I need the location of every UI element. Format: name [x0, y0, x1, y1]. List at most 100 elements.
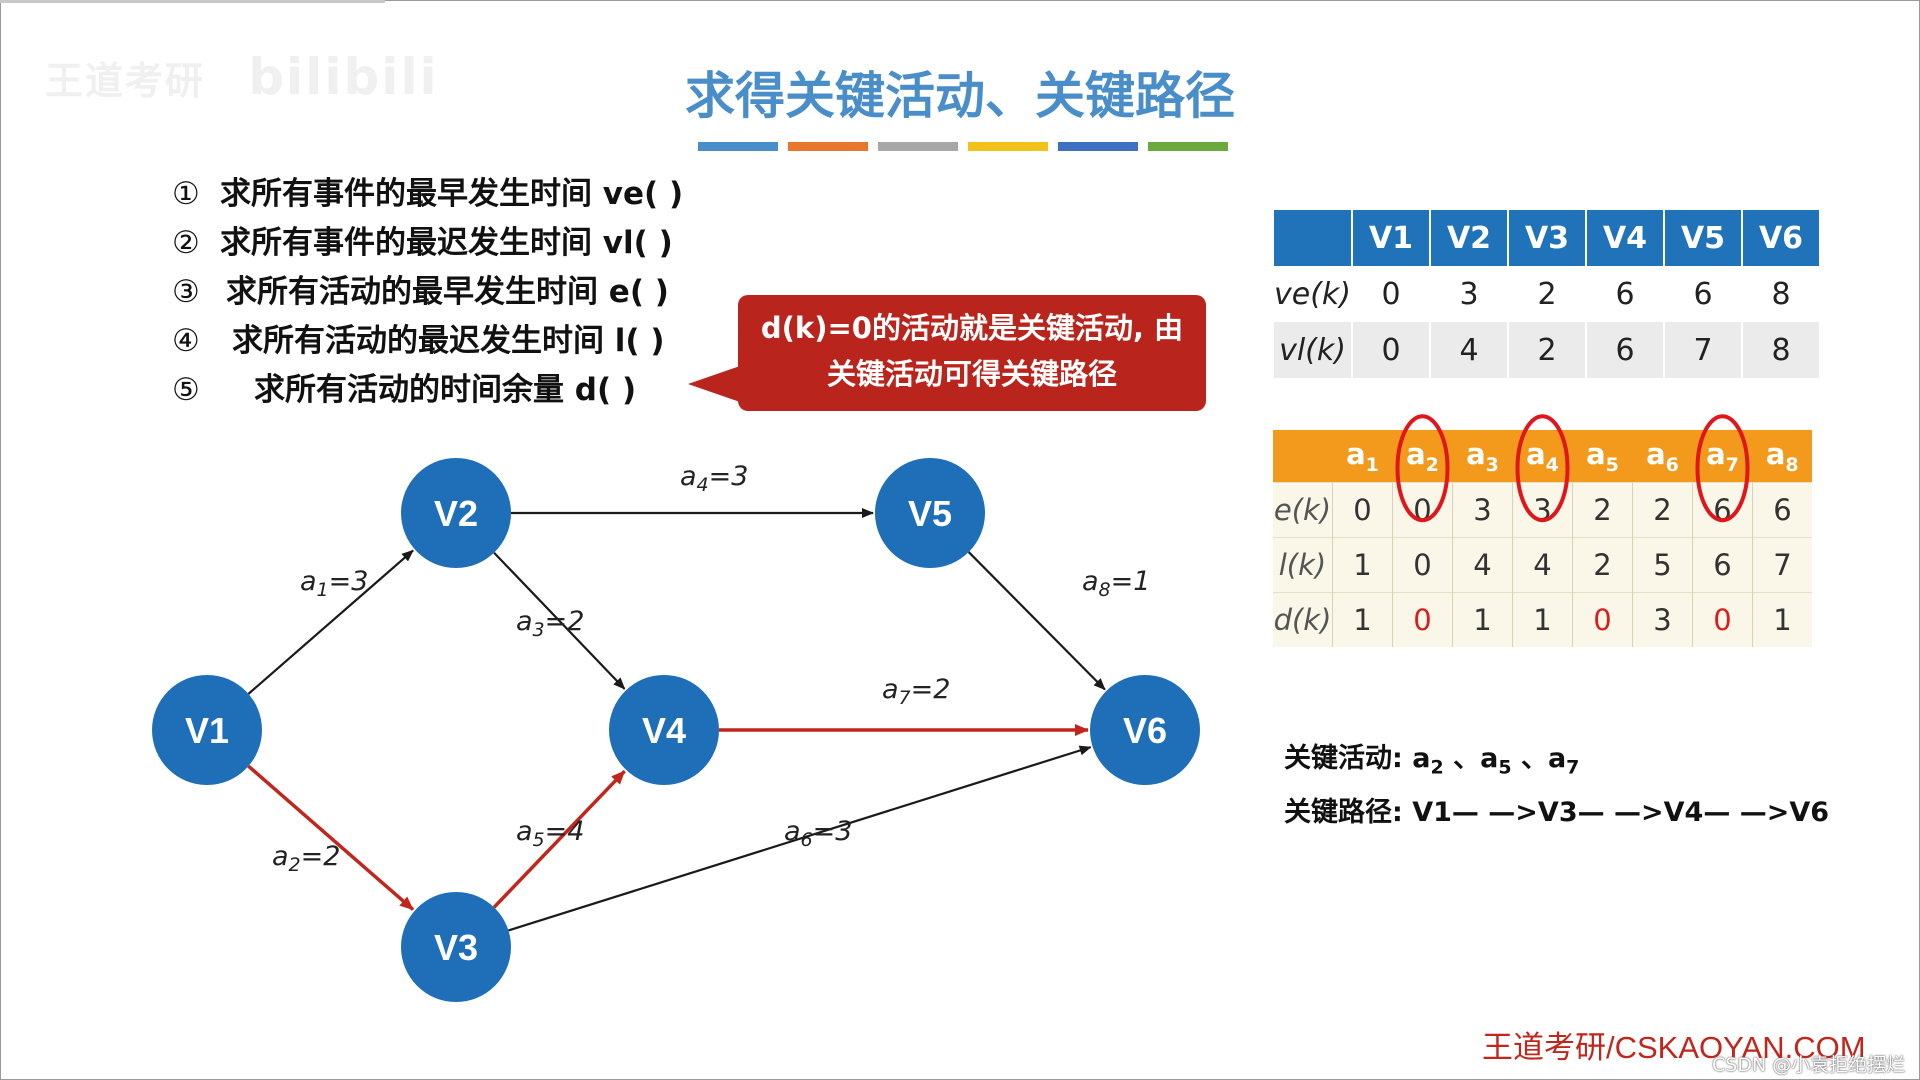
header-cell: a6: [1632, 430, 1693, 483]
node-v4: V4: [609, 675, 719, 785]
edge-label: a2=2: [272, 841, 340, 876]
table-row: vl(k) 0 4 2 6 7 8: [1274, 322, 1821, 378]
critical-path-line: 关键路径: V1— —>V3— —>V4— —>V6: [1284, 790, 1829, 829]
table-cell: 2: [1508, 322, 1587, 378]
table-cell: 4: [1512, 537, 1573, 593]
edge-label: a6=3: [784, 816, 852, 851]
node-v6: V6: [1090, 675, 1200, 785]
header-cell: a4: [1512, 430, 1573, 483]
callout-pointer: [688, 366, 740, 402]
row-label: ve(k): [1274, 266, 1353, 322]
edge-label: a8=1: [1082, 566, 1150, 601]
step-text: 求所有活动的时间余量 d( ): [254, 372, 637, 408]
header-cell: V1: [1352, 210, 1431, 266]
critical-path-label: 关键路径:: [1284, 797, 1403, 828]
slack-cell: 1: [1752, 592, 1812, 647]
activity-table-header: a1 a2 a3 a4 a5 a6 a7 a8: [1273, 430, 1812, 483]
node-circle: [609, 675, 719, 785]
callout-line-2: 关键活动可得关键路径: [826, 357, 1117, 391]
step-text: 求所有事件的最早发生时间 ve( ): [220, 176, 684, 212]
node-circle: [401, 892, 511, 1002]
callout-line-1: d(k)=0的活动就是关键活动, 由: [760, 311, 1184, 345]
header-cell: a5: [1572, 430, 1633, 483]
table-cell: 4: [1452, 537, 1513, 593]
critical-activities-label: 关键活动:: [1284, 743, 1403, 774]
slack-cell: 1: [1332, 592, 1393, 647]
header-cell: a7: [1692, 430, 1753, 483]
node-label: V2: [434, 493, 478, 534]
table-cell: 2: [1632, 482, 1693, 538]
table-cell: 2: [1572, 537, 1633, 593]
callout-box: d(k)=0的活动就是关键活动, 由 关键活动可得关键路径: [738, 295, 1206, 411]
node-v3: V3: [401, 892, 511, 1002]
step-text: 求所有事件的最迟发生时间 vl( ): [220, 225, 673, 261]
activity-time-table: a1 a2 a3 a4 a5 a6 a7 a8 e(k) 0 0 3 3 2 2…: [1273, 430, 1812, 647]
table-row: e(k) 0 0 3 3 2 2 6 6: [1273, 482, 1812, 538]
step-text: 求所有活动的最早发生时间 e( ): [226, 274, 669, 310]
table-row: l(k) 1 0 4 4 2 5 6 7: [1273, 537, 1812, 593]
slack-cell: 0: [1392, 592, 1453, 647]
table-cell: 0: [1392, 537, 1453, 593]
watermark: 王道考研 bilibili: [45, 48, 439, 106]
watermark-left: 王道考研: [45, 59, 206, 103]
step-text: 求所有活动的最迟发生时间 l( ): [232, 323, 665, 359]
csdn-watermark: CSDN @小袁拒绝摆烂: [1712, 1054, 1906, 1076]
node-label: V4: [642, 710, 686, 751]
edge-v3-v6: [508, 745, 1092, 932]
table-cell: 6: [1586, 322, 1665, 378]
header-cell: V3: [1508, 210, 1587, 266]
table-cell: 6: [1586, 266, 1665, 322]
slack-cell: 0: [1692, 592, 1753, 647]
table-cell: 6: [1692, 482, 1753, 538]
node-label: V3: [434, 927, 478, 968]
edge-v3-v4: [492, 769, 626, 909]
vertex-table-header: V1 V2 V3 V4 V5 V6: [1274, 210, 1821, 266]
header-cell: [1274, 210, 1353, 266]
critical-activities-line: 关键活动: a2 、a5 、a7: [1284, 736, 1579, 778]
table-cell: 0: [1352, 322, 1431, 378]
row-label: e(k): [1273, 482, 1333, 538]
row-label: d(k): [1273, 592, 1333, 647]
watermark-bilibili: bilibili: [248, 48, 439, 106]
critical-activities-value: a2 、a5 、a7: [1412, 743, 1580, 779]
header-cell: V2: [1430, 210, 1509, 266]
table-cell: 6: [1692, 537, 1753, 593]
header-cell: [1273, 430, 1333, 483]
slack-cell: 3: [1632, 592, 1693, 647]
node-circle: [152, 675, 262, 785]
node-v1: V1: [152, 675, 262, 785]
slide-title: 求得关键活动、关键路径: [685, 67, 1235, 125]
table-cell: 3: [1430, 266, 1509, 322]
node-v2: V2: [401, 458, 511, 568]
table-cell: 8: [1742, 266, 1821, 322]
edge-label: a4=3: [680, 461, 748, 496]
table-cell: 8: [1742, 322, 1821, 378]
table-cell: 5: [1632, 537, 1693, 593]
table-cell: 3: [1512, 482, 1573, 538]
table-cell: 1: [1332, 537, 1393, 593]
table-row: ve(k) 0 3 2 6 6 8: [1274, 266, 1821, 322]
edge-v2-v4: [493, 551, 626, 690]
node-v5: V5: [875, 458, 985, 568]
edge-v1-v2: [247, 549, 414, 695]
table-cell: 6: [1752, 482, 1812, 538]
header-cell: V4: [1586, 210, 1665, 266]
color-bar-segment: [1058, 142, 1138, 151]
edge-v5-v6: [967, 551, 1106, 691]
table-cell: 4: [1430, 322, 1509, 378]
vertex-time-table: V1 V2 V3 V4 V5 V6 ve(k) 0 3 2 6 6 8 vl(k…: [1274, 210, 1821, 378]
color-bar-segment: [968, 142, 1048, 151]
slack-cell: 0: [1572, 592, 1633, 647]
node-label: V6: [1123, 710, 1167, 751]
header-cell: a1: [1332, 430, 1393, 483]
color-bar-segment: [1148, 142, 1228, 151]
node-circle: [401, 458, 511, 568]
header-cell: a2: [1392, 430, 1453, 483]
table-cell: 0: [1352, 266, 1431, 322]
slack-cell: 1: [1512, 592, 1573, 647]
